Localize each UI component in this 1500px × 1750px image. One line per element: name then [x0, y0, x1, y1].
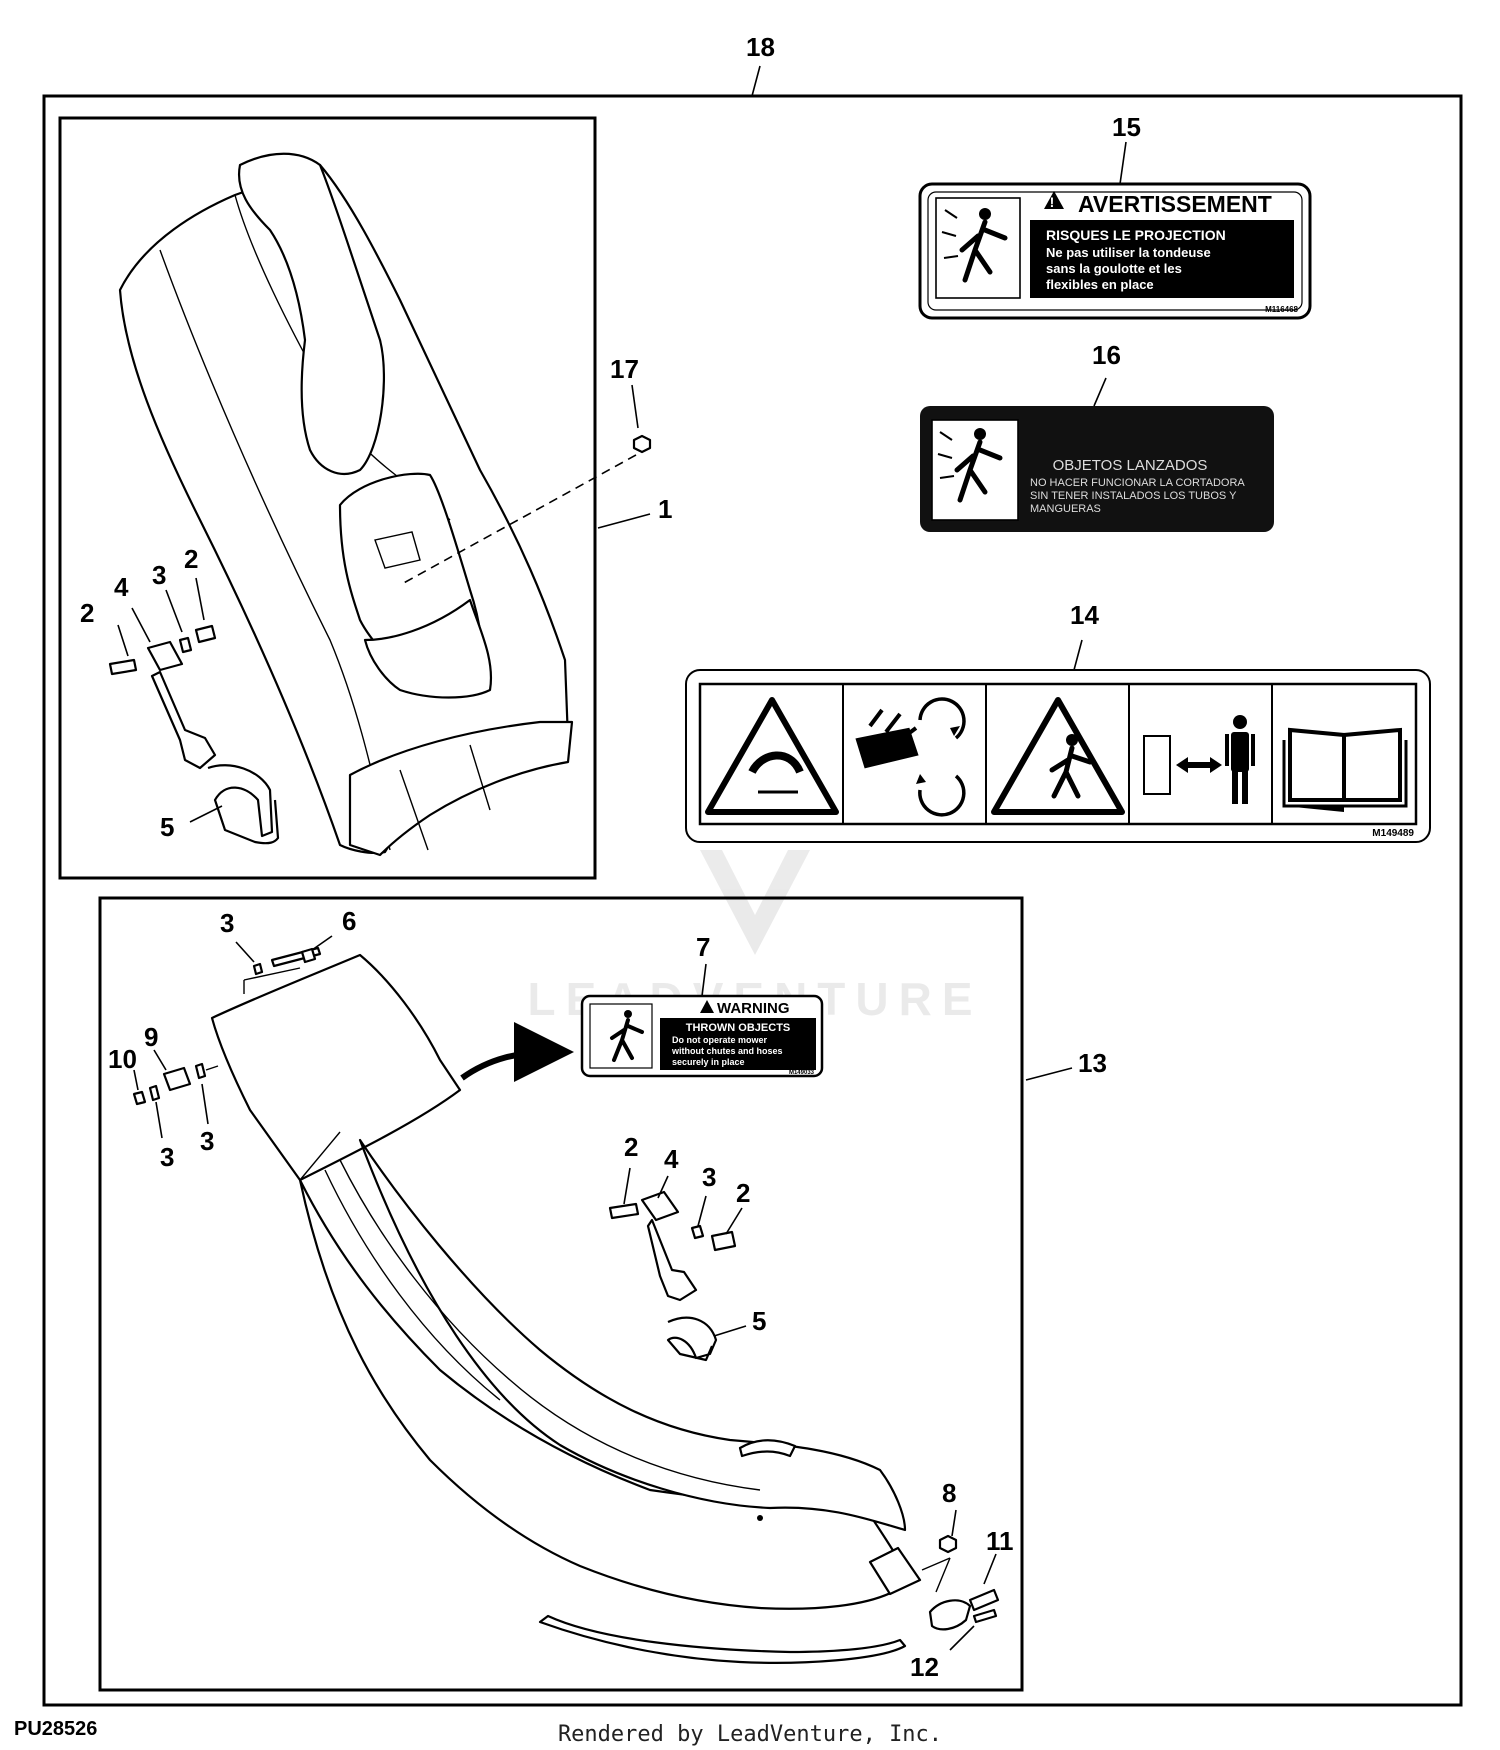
diagram-id: PU28526: [14, 1718, 98, 1740]
decal-7-line1: THROWN OBJECTS: [686, 1022, 791, 1034]
keep-distance-icon: [1143, 715, 1255, 804]
decal-16-line1: NO HACER FUNCIONAR LA CORTADORA: [1030, 477, 1245, 489]
callout-5-upper[interactable]: 5: [160, 812, 174, 842]
decal-7[interactable]: WARNING THROWN OBJECTS Do not operate mo…: [580, 994, 824, 1078]
decal-7-line3: without chutes and hoses: [671, 1046, 783, 1056]
callout-1[interactable]: 1: [658, 494, 672, 524]
svg-text:!: !: [1050, 194, 1055, 210]
callout-13[interactable]: 13: [1078, 1048, 1107, 1078]
latch-assembly-lower[interactable]: [608, 1190, 737, 1362]
callout-15[interactable]: 15: [1112, 112, 1141, 142]
rendered-by-footer: Rendered by LeadVenture, Inc.: [557, 1722, 943, 1747]
callout-11[interactable]: 11: [986, 1526, 1014, 1556]
callout-9[interactable]: 9: [144, 1022, 158, 1052]
callout-12[interactable]: 12: [910, 1652, 939, 1682]
callout-3-lower[interactable]: 3: [702, 1162, 716, 1192]
latch-assembly-upper[interactable]: [108, 624, 280, 845]
left-fasteners[interactable]: [132, 1062, 219, 1106]
decal-7-title: WARNING: [717, 1000, 790, 1017]
decal-15-title: AVERTISSEMENT: [1078, 191, 1272, 217]
read-manual-icon: [1282, 727, 1408, 812]
callout-8[interactable]: 8: [942, 1478, 956, 1508]
callout-18[interactable]: 18: [746, 32, 775, 62]
callout-3-left-bottom[interactable]: 3: [160, 1142, 174, 1172]
decal-15-line2: Ne pas utiliser la tondeuse: [1046, 245, 1211, 260]
decal-15-line4: flexibles en place: [1046, 277, 1154, 292]
callout-2-upper-right[interactable]: 2: [184, 544, 198, 574]
decal-16[interactable]: OBJETOS LANZADOS NO HACER FUNCIONAR LA C…: [920, 406, 1274, 532]
decal-placement-arrow: [460, 1022, 574, 1083]
decal-7-line2: Do not operate mower: [672, 1035, 768, 1045]
top-fasteners[interactable]: [243, 946, 322, 994]
callout-3-upper[interactable]: 3: [152, 560, 166, 590]
decal-15-line1: RISQUES LE PROJECTION: [1046, 227, 1226, 243]
decal-15[interactable]: ! AVERTISSEMENT RISQUES LE PROJECTION Ne…: [918, 182, 1312, 320]
decal-16-line2: SIN TENER INSTALADOS LOS TUBOS Y: [1030, 490, 1237, 502]
thrown-objects-warning-icon: [991, 697, 1125, 815]
rear-hinge-fasteners[interactable]: [921, 1534, 1000, 1631]
callout-4-upper[interactable]: 4: [114, 572, 129, 602]
decal-14[interactable]: M149489: [685, 669, 1431, 843]
decal-7-line4: securely in place: [672, 1057, 745, 1067]
decal-15-line3: sans la goulotte et les: [1046, 261, 1182, 276]
decal-7-code: M149033: [789, 1070, 815, 1076]
decal-16-line3: MANGUERAS: [1030, 503, 1101, 515]
hazard-foot-icon: [705, 697, 839, 815]
callout-16[interactable]: 16: [1092, 340, 1121, 370]
callout-2-upper-left[interactable]: 2: [80, 598, 94, 628]
callout-3-top[interactable]: 3: [220, 908, 234, 938]
lower-chute[interactable]: [210, 953, 922, 1664]
hand-entanglement-icon: [855, 697, 966, 817]
callout-6[interactable]: 6: [342, 906, 356, 936]
item-17-fastener[interactable]: [399, 434, 652, 586]
decal-16-title: OBJETOS LANZADOS: [1053, 457, 1208, 474]
callout-4-lower[interactable]: 4: [664, 1144, 679, 1174]
callout-5-lower[interactable]: 5: [752, 1306, 766, 1336]
decal-15-code: M116468: [1265, 305, 1298, 314]
callout-14[interactable]: 14: [1070, 600, 1099, 630]
decal-14-code: M149489: [1372, 828, 1414, 839]
upper-chute[interactable]: [118, 152, 574, 857]
callout-17[interactable]: 17: [610, 354, 639, 384]
callout-7[interactable]: 7: [696, 932, 710, 962]
callout-2-lower-right[interactable]: 2: [736, 1178, 750, 1208]
callout-10[interactable]: 10: [108, 1044, 137, 1074]
callout-2-lower-left[interactable]: 2: [624, 1132, 638, 1162]
callout-3-left-right[interactable]: 3: [200, 1126, 214, 1156]
